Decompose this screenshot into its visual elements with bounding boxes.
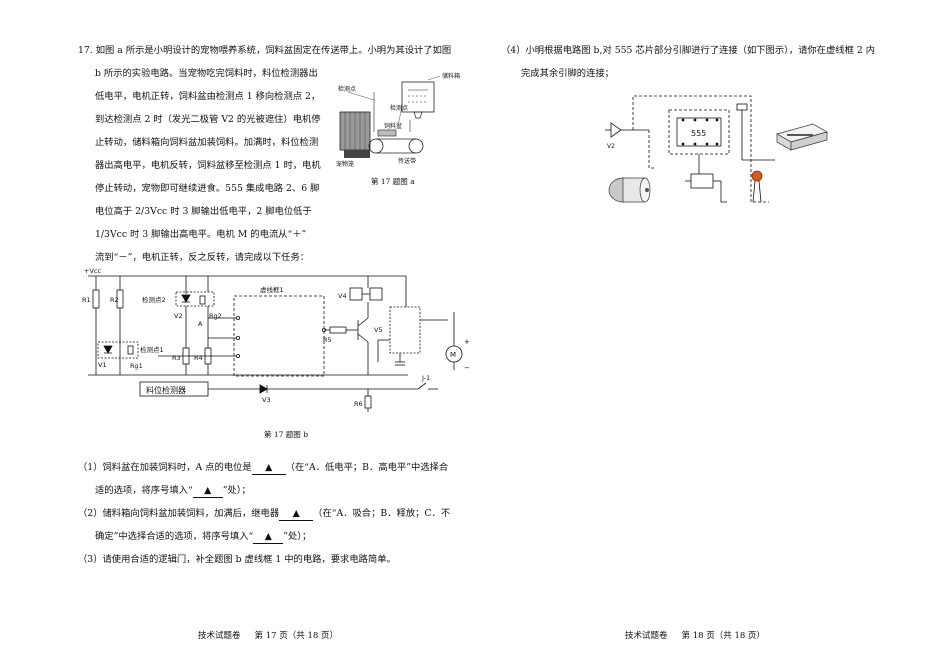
motor-icon: [608, 177, 651, 203]
q17-intro-line-3: 低电平，电机正转，饲料盆由检测点 1 移向检测点 2，: [95, 91, 321, 102]
fig-a-label-detector-2: 检测点: [390, 104, 408, 112]
label-v5: V5: [374, 326, 383, 334]
fig-a-label-tank: 储料箱: [442, 72, 460, 80]
q17-intro-line-1: 17. 如图 a 所示是小明设计的宠物喂养系统，饲料盆固定在传送带上。小明为其设…: [78, 45, 452, 56]
fig-a-label-tray: 饲料盆: [384, 122, 402, 130]
page-17: 17. 如图 a 所示是小明设计的宠物喂养系统，饲料盆固定在传送带上。小明为其设…: [78, 45, 470, 641]
q17-intro-line-5: 止转动，储料箱向饲料盆加装饲料。加满时，料位检测: [95, 137, 319, 148]
answer-blank-1b[interactable]: ▲: [192, 485, 223, 498]
q17-intro-line-4: 到达检测点 2 时（发光二极管 V2 的光被遮住）电机停: [95, 114, 321, 125]
label-vcc: +Vcc: [84, 267, 101, 275]
label-point-a: A: [198, 320, 203, 328]
label-v3: V3: [262, 396, 271, 404]
label-r6: R6: [354, 400, 363, 408]
label-rg2: Rg2: [209, 312, 222, 320]
figure-17b-caption: 第 17 题图 b: [264, 430, 308, 439]
figure-17a-caption: 第 17 题图 a: [371, 177, 415, 186]
label-motor: M: [450, 351, 456, 359]
q17-intro-line-8: 电位高于 2/3Vcc 时 3 脚输出低电平，2 脚电位低于: [95, 206, 312, 217]
q17-intro-line-7: 停止转动，宠物即可继续进食。555 集成电路 2、6 脚: [95, 183, 320, 194]
label-r3: R3: [172, 354, 181, 362]
label-r1: R1: [82, 296, 91, 304]
footer-page-17: 技术试题卷第 17 页（共 18 页）: [198, 631, 338, 641]
label-level-detector: 料位检测器: [146, 385, 186, 395]
figure-17b-circuit: +Vcc R1 R2 V1 Rg1 检测点1 检测点2 V2 Rg2 A R3 …: [82, 267, 470, 412]
label-v4: V4: [338, 292, 347, 300]
q17-intro-line-10: 流到“－”，电机正转，反之反转，请完成以下任务：: [95, 252, 310, 263]
label-v2-right: V2: [607, 143, 615, 150]
footer-page-18: 技术试题卷第 18 页（共 18 页）: [625, 631, 765, 641]
label-r4: R4: [194, 354, 203, 362]
answer-blank-2b[interactable]: ▲: [253, 531, 284, 544]
answer-blank-2[interactable]: ▲: [279, 508, 314, 521]
figure-18-wiring: 555 V2: [605, 95, 828, 203]
label-box-1: 虚线框1: [260, 285, 284, 294]
label-detector-1: 检测点1: [140, 345, 164, 354]
label-motor-plus: +: [464, 338, 470, 346]
question-4-line-2: 完成其余引脚的连接；: [521, 68, 614, 79]
answer-blank-1[interactable]: ▲: [251, 462, 286, 475]
q17-intro-line-2: b 所示的实验电路。当宠物吃完饲料时，料位检测器出: [95, 68, 318, 79]
label-r2: R2: [110, 296, 119, 304]
fig-a-label-belt: 传送带: [398, 157, 416, 165]
label-detector-2: 检测点2: [142, 295, 166, 304]
question-2-line-2: 确定”中选择合适的选项，将序号填入“▲”处）；: [95, 531, 312, 544]
question-1-line-2: 适的选项，将序号填入“▲”处）；: [95, 485, 251, 498]
label-r5: R5: [323, 336, 332, 344]
label-rg1: Rg1: [130, 362, 143, 370]
label-relay-switch: J-1: [421, 374, 430, 382]
label-v2: V2: [174, 312, 183, 320]
q17-intro-line-9: 1/3Vcc 时 3 脚输出高电平。电机 M 的电流从“＋”: [95, 229, 307, 240]
fig-a-label-detector-1: 检测点: [338, 85, 356, 93]
question-4-line-1: （4）小明根据电路图 b,对 555 芯片部分引脚进行了连接（如下图示），请你在…: [501, 45, 875, 56]
fig-a-label-cage: 宠物笼: [336, 160, 354, 168]
socket-icon: [776, 123, 828, 151]
chip-555-label: 555: [691, 129, 706, 138]
question-1: （1）饲料盆在加装饲料时，A 点的电位是▲（在“A．低电平；B．高电平”中选择合: [78, 462, 449, 475]
page-18: （4）小明根据电路图 b,对 555 芯片部分引脚进行了连接（如下图示），请你在…: [469, 0, 938, 663]
question-2: （2）储料箱向饲料盆加装饲料，加满后，继电器▲（在“A．吸合；B．释放；C．不: [78, 508, 451, 521]
label-motor-minus: −: [464, 364, 470, 372]
figure-17a: 储料箱 检测点 检测点 饲料盆 宠物笼 传送带: [336, 72, 460, 168]
q17-intro-line-6: 器出高电平，电机反转，饲料盆移至检测点 1 时，电机: [95, 160, 321, 171]
label-v1: V1: [98, 361, 107, 369]
question-3: （3）请使用合适的逻辑门，补全题图 b 虚线框 1 中的电路，要求电路简单。: [78, 554, 396, 565]
